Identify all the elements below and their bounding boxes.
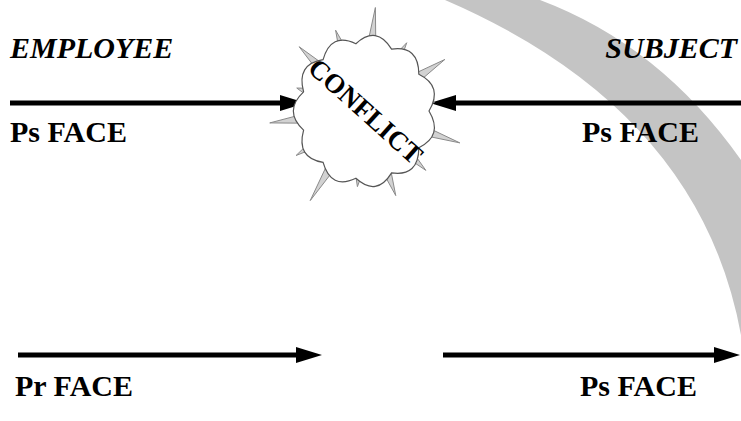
face-label: Ps FACE (580, 371, 697, 401)
arrow-head (296, 347, 322, 363)
arrow-line (443, 353, 720, 358)
arrow-head (714, 347, 740, 363)
arrow-line (18, 353, 302, 358)
role-heading: EMPLOYEE (10, 33, 173, 63)
cloud-shape (293, 35, 434, 186)
face-label: Pr FACE (15, 371, 133, 401)
arrow-line (10, 101, 286, 106)
face-label: Ps FACE (582, 117, 699, 147)
face-label: Ps FACE (10, 117, 127, 147)
grey-swoosh (445, 0, 741, 335)
role-heading: SUBJECT (605, 33, 737, 63)
arrow-line (450, 101, 741, 106)
conflict-burst: CONFLICT (255, 3, 475, 219)
